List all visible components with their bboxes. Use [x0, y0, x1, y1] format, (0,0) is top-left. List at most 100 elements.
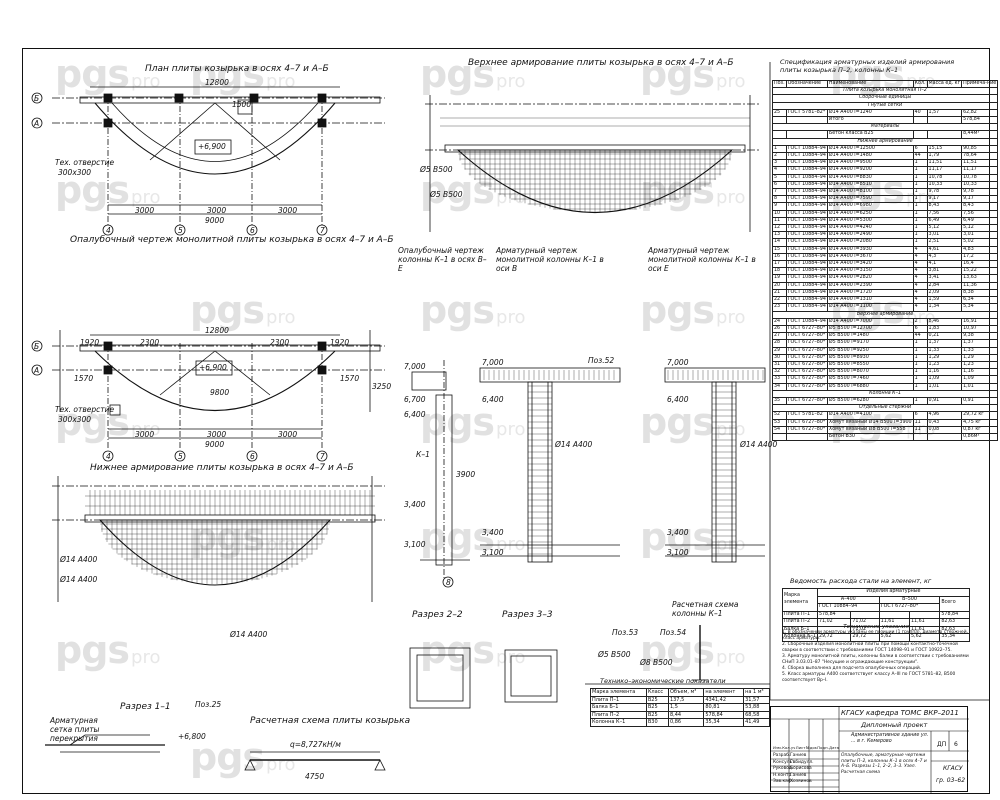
- spec-cell: 4,61: [926, 245, 963, 254]
- spec-cell: 4: [912, 267, 928, 276]
- spec-cell: 15,22: [961, 267, 999, 276]
- spec-section-label: Нижнее армирование: [771, 137, 999, 146]
- spec-cell: 1,23: [926, 360, 963, 370]
- rebar-b-label: Ø5 В500: [420, 165, 453, 174]
- spec-cell: 19: [772, 274, 787, 283]
- spec-cell: 5,12: [926, 224, 963, 233]
- steel-cell: 5,62: [908, 633, 941, 642]
- poz25-label: Поз.25: [195, 700, 222, 709]
- spec-cell: ГОСТ 10884–94: [785, 173, 828, 182]
- elev-7000: 7,000: [404, 362, 426, 371]
- section-2-2-title: Разрез 2–2: [412, 610, 463, 620]
- spec-cell: 3: [772, 159, 787, 168]
- spec-cell: [912, 432, 928, 442]
- rebar-a-label: Ø14 А400: [555, 440, 593, 449]
- spec-cell: 2,51: [926, 238, 963, 247]
- axis-7: 7: [320, 226, 325, 235]
- spec-cell: Ø5 В500 l=7460: [826, 375, 914, 384]
- spec-cell: 28: [772, 339, 787, 348]
- spec-cell: [772, 116, 787, 125]
- spec-cell: 27: [772, 332, 787, 341]
- steel-mark-header: Марка элемента: [782, 588, 818, 612]
- section-3-3-title: Разрез 3–3: [502, 610, 553, 620]
- steel-title: Ведомость расхода стали на элемент, кг: [790, 577, 932, 585]
- steel-cell: 578,84: [939, 610, 970, 619]
- spec-cell: Итого: [826, 116, 914, 125]
- col-reinf-e-title: Арматурный чертеж монолитной колонны К–1…: [648, 246, 756, 273]
- dim-3000-a: 3000: [135, 206, 155, 215]
- spec-cell: Ø14 А400 l=7000: [826, 317, 914, 326]
- spec-cell: Хомут вязаный Ø14 В500 l=3900: [826, 418, 914, 427]
- steel-cell: [908, 610, 941, 619]
- spec-cell: 9,78: [961, 188, 999, 197]
- spec-cell: 16: [772, 252, 787, 262]
- spec-cell: 17,2: [961, 252, 999, 262]
- spec-table: Поз. Обозначение Наименование Кол. Масса…: [771, 79, 999, 442]
- spec-cell: 10,33: [961, 180, 999, 190]
- axis-6: 6: [250, 226, 255, 235]
- spec-cell: 2: [772, 152, 787, 161]
- spec-cell: ГОСТ 10884–94: [785, 152, 828, 161]
- spec-cell: 11: [912, 418, 928, 427]
- note-item: 3. Арматуру монолитной плиты, колонны ба…: [782, 654, 969, 665]
- spec-cell: Ø14 А400 l=8510: [826, 180, 914, 190]
- spec-cell: 7,56: [961, 209, 999, 218]
- spec-cell: 1: [912, 368, 928, 377]
- spec-cell: 15: [772, 245, 787, 254]
- tech-hole-label-b: Тех. отверстие: [55, 405, 115, 414]
- spec-cell: 4,75 кг: [961, 418, 999, 427]
- top-rebar-hatch: [440, 117, 750, 212]
- spec-cell: 40: [912, 108, 928, 118]
- spec-cell: [912, 130, 928, 139]
- spec-cell: 6: [912, 144, 928, 154]
- spec-cell: [785, 130, 828, 139]
- spec-cell: 0,87 кг: [961, 425, 999, 434]
- spec-cell: ГОСТ 10884–94: [785, 231, 828, 240]
- spec-section-label: Гнутые сетки: [771, 101, 999, 110]
- spec-section-label: Верхнее армирование: [771, 310, 999, 319]
- steel-cell: 29,72: [816, 633, 852, 642]
- dim-3000-f: 3000: [278, 430, 298, 439]
- spec-header-cell: Обозначение: [785, 79, 828, 89]
- spec-header-cell: Примеча-ние: [961, 79, 999, 89]
- spec-cell: ГОСТ 10884–94: [785, 216, 828, 226]
- rebar-b-label-b: Ø5 В500: [430, 190, 463, 199]
- spec-cell: 21: [772, 288, 787, 298]
- tep-cell: В25: [645, 710, 669, 719]
- stamp-org: КГАСУ кафедра ТОМС ВКР–2011: [841, 709, 959, 717]
- steel-gost1-header: ГОСТ 10884–94: [816, 603, 880, 612]
- spec-cell: 8,44м³: [961, 130, 999, 139]
- stamp-role: Разраб.: [773, 753, 791, 758]
- spec-cell: 10,78: [926, 173, 963, 182]
- spec-cell: 1,29: [961, 353, 999, 362]
- steel-cell: 35,34: [939, 633, 970, 642]
- spec-cell: 1: [912, 209, 928, 218]
- spec-cell: 1,79: [926, 152, 963, 161]
- stamp-role: Зав.каф.: [773, 779, 793, 784]
- stamp-role-row: Руковод.Борисова: [773, 766, 839, 773]
- spec-cell: 9,38: [961, 332, 999, 341]
- dim-3000-e: 3000: [207, 430, 227, 439]
- axis-4-b: 4: [106, 452, 111, 461]
- spec-cell: 29,72 кг: [961, 411, 999, 420]
- spec-cell: 31: [772, 360, 787, 370]
- spec-header-cell: Поз.: [772, 79, 787, 89]
- spec-cell: ГОСТ 6727–80*: [785, 396, 828, 406]
- rebar-a-label-d: Ø14 А400: [60, 575, 98, 584]
- spec-cell: 1: [772, 144, 787, 154]
- stamp-role-row: Консульт.Габидулл.: [773, 760, 839, 767]
- spec-cell: 1,16: [926, 368, 963, 377]
